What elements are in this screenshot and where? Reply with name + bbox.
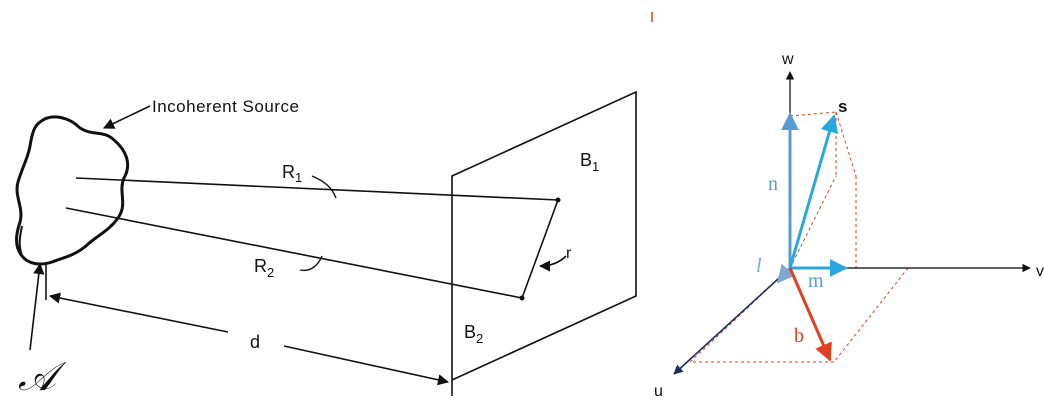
point-b2 [519,295,525,301]
observation-plane [451,90,637,382]
source-edge-stroke [18,225,23,257]
vector-s-label: s [838,97,847,116]
distance-d-arrow-right [283,345,450,386]
v-axis-label: v [1036,263,1044,280]
distance-d-arrow-left [48,292,229,333]
distance-d-label: d [250,332,260,352]
b1-label: B1 [580,150,599,174]
segment-r [521,199,559,299]
vector-b-label: b [794,325,804,347]
a-label: 𝒜 [18,354,67,399]
ray-r1 [75,177,559,201]
r2-leader [299,255,323,272]
vector-n-label: n [768,173,778,195]
b2-label: B2 [464,322,483,346]
coherence-diagram: Incoherent Source R1 R2 r B1 B2 [15,90,637,399]
r2-label: R2 [254,256,274,280]
vector-b [788,267,832,362]
point-b1 [555,197,561,203]
r-label: r [566,245,572,262]
source-leader-arrow [102,105,151,129]
r1-leader [311,175,337,199]
a-pointer-arrow [29,262,45,351]
vector-m-label: m [808,270,824,292]
u-axis-label: u [654,383,663,400]
source-label: Incoherent Source [152,97,299,116]
vector-basis-diagram: w v u s n m l b [654,51,1044,400]
vector-l-label: l [756,255,762,277]
r1-label: R1 [282,162,302,185]
vector-l [776,263,796,284]
w-axis-label: w [781,51,794,68]
r-arrow [538,255,567,272]
u-axis [673,267,791,375]
vector-s [788,114,839,269]
incoherent-source-blob [15,115,130,266]
ray-r2 [65,207,523,299]
